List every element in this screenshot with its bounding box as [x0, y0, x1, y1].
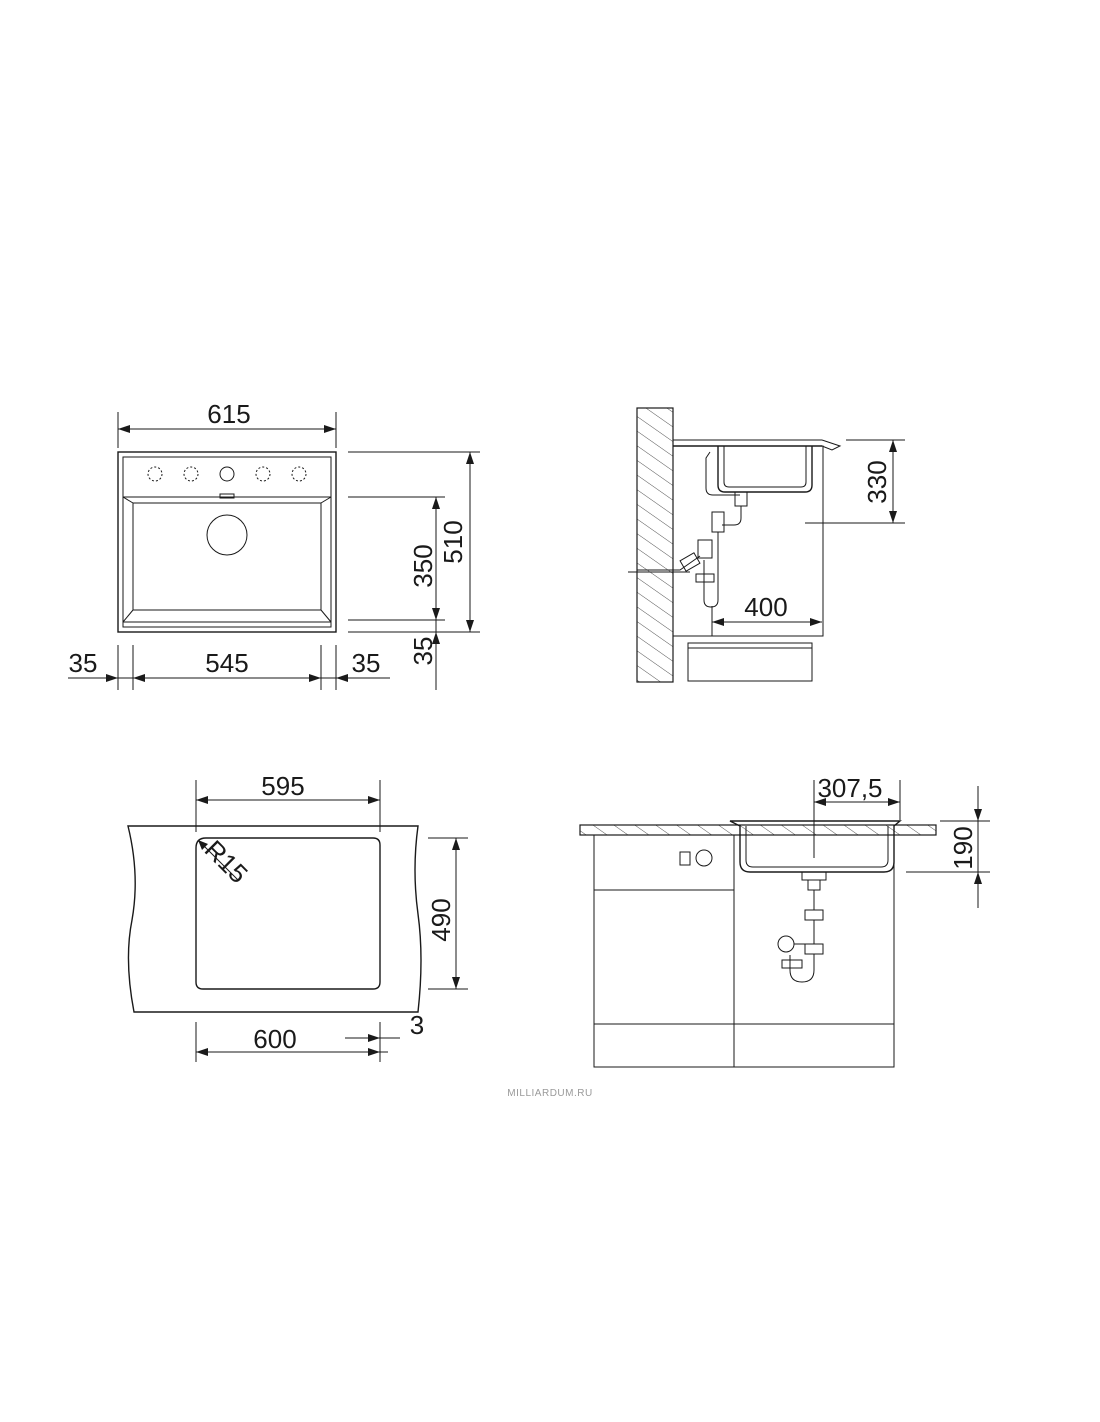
- dim-cutout-width: 595: [261, 771, 304, 801]
- dishwasher-knob-icon: [695, 849, 713, 867]
- cutout-view: 595 R15 490 600 3: [127, 771, 468, 1062]
- countertop-outline: [127, 825, 422, 1013]
- dim-rim-right: 35: [352, 648, 381, 678]
- sink-bowl-profile: [717, 446, 813, 493]
- tap-hole-icon: [291, 466, 307, 482]
- dim-drain-offset: 307,5: [817, 773, 882, 803]
- sink-rim-inner: [122, 456, 332, 628]
- dim-bowl-depth: 350: [408, 544, 438, 587]
- siphon-front-icon: [777, 871, 827, 983]
- sink-outline: [117, 451, 337, 633]
- cabinet-plinth: [687, 642, 813, 682]
- watermark: MILLIARDUM.RU: [507, 1088, 592, 1099]
- dim-bowl-height: 330: [862, 460, 892, 503]
- dim-depth-below-top: 190: [948, 826, 978, 869]
- dim-rim-bottom: 35: [408, 637, 438, 666]
- sink-cabinet: [733, 834, 895, 1068]
- tap-hole-icon: [147, 466, 163, 482]
- siphon-icon: [628, 491, 748, 608]
- tap-holes: [147, 466, 307, 482]
- countertop: [579, 824, 937, 836]
- dim-cutout-depth: 490: [426, 898, 456, 941]
- sink-bowl-front: [729, 820, 902, 873]
- dishwasher-button-icon: [679, 851, 691, 866]
- drain-icon: [206, 514, 248, 556]
- tap-hole-icon: [255, 466, 271, 482]
- cutout: [195, 837, 381, 990]
- tap-hole-icon: [183, 466, 199, 482]
- side-view: 330 400: [628, 407, 905, 683]
- dim-overall-width: 615: [207, 399, 250, 429]
- top-view: 615 510 350 35 35 545 35: [68, 399, 480, 690]
- dim-overall-depth: 510: [438, 520, 468, 563]
- dim-gap: 3: [410, 1010, 424, 1040]
- dim-corner-radius: R15: [199, 834, 254, 889]
- front-view: 307,5 190: [579, 773, 990, 1068]
- wall: [636, 407, 674, 683]
- dishwasher-cabinet: [593, 834, 735, 1068]
- dim-cabinet-width: 600: [253, 1024, 296, 1054]
- dim-drain-distance: 400: [744, 592, 787, 622]
- tap-hole-icon: [219, 466, 235, 482]
- dim-rim-left: 35: [69, 648, 98, 678]
- dim-bowl-width: 545: [205, 648, 248, 678]
